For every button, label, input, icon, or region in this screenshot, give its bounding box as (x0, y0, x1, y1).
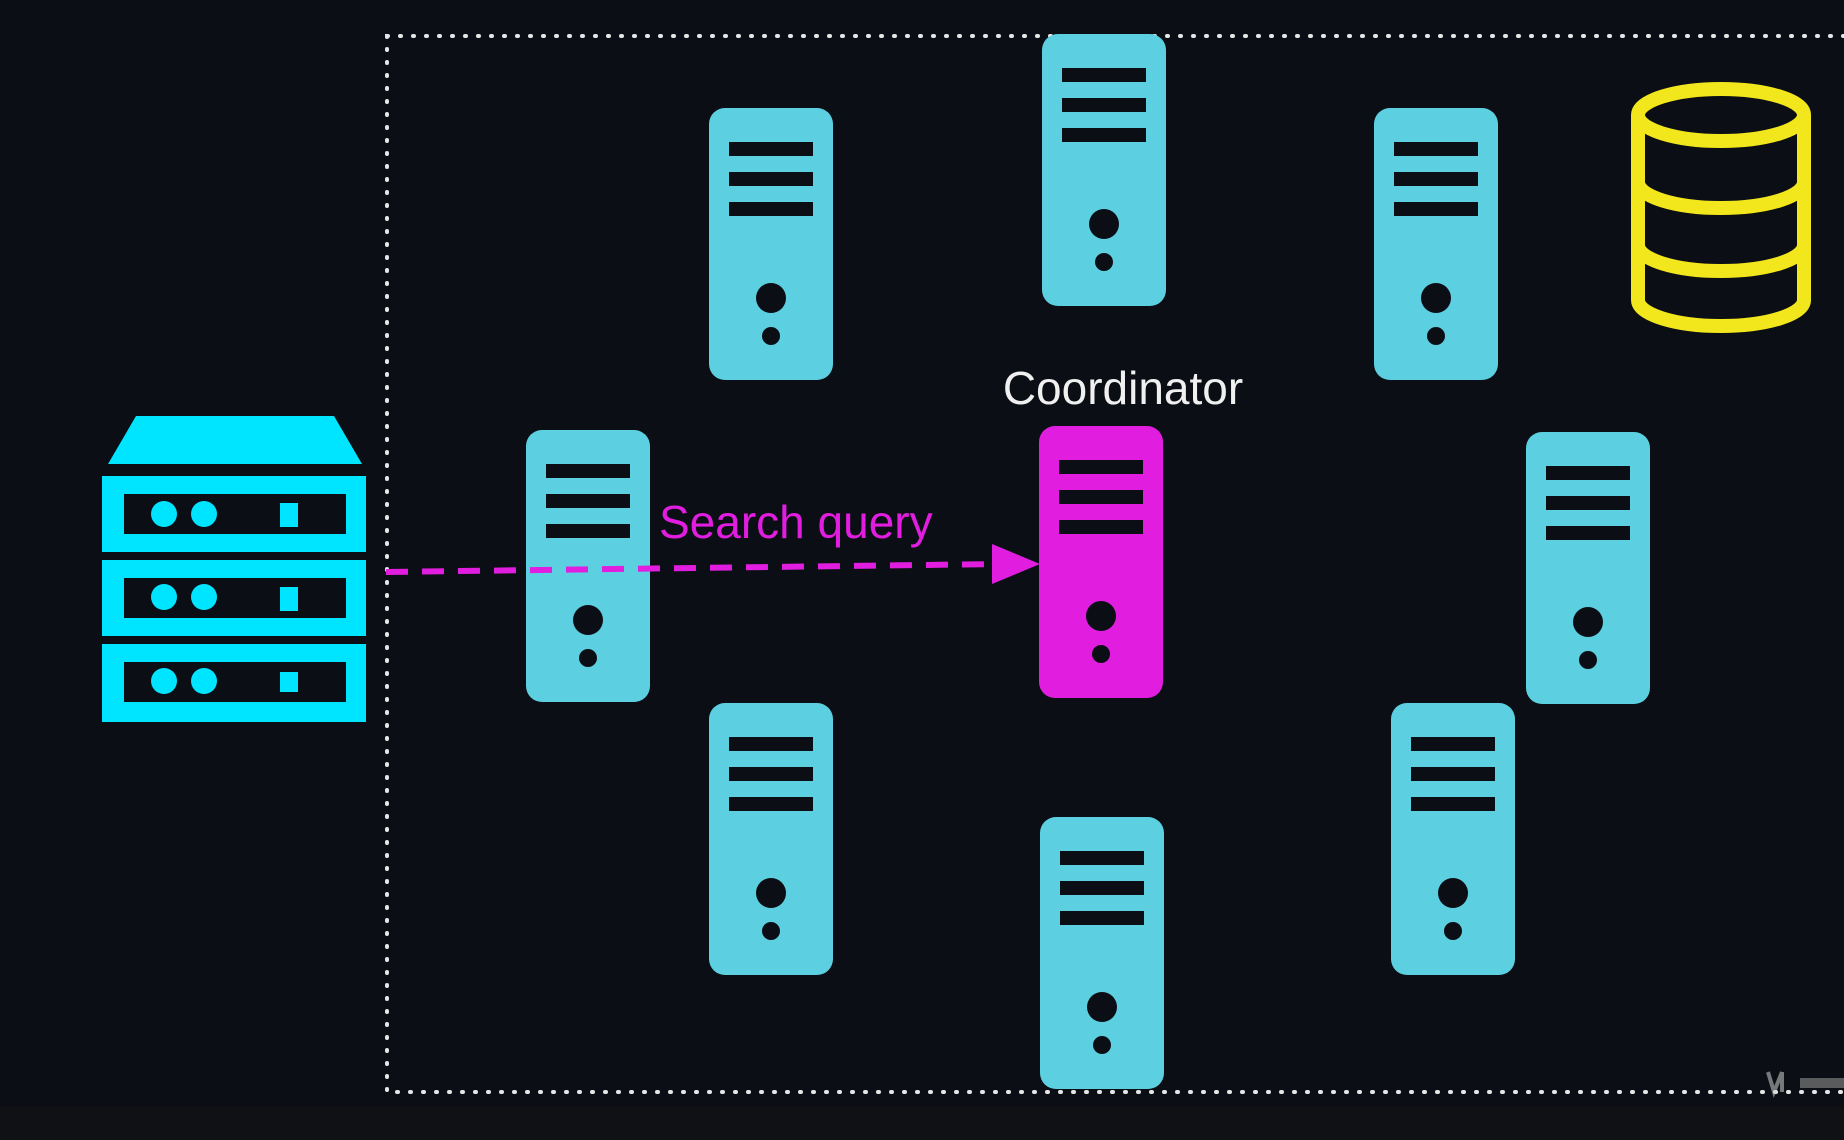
server-node-bottom-right (1391, 703, 1515, 975)
coordinator-label: Coordinator (1003, 362, 1243, 414)
server-node-middle-left (526, 430, 650, 702)
server-node-bottom-center (1040, 817, 1164, 1089)
server-node-top-left (709, 108, 833, 380)
udemy-logo (1766, 1071, 1844, 1099)
server-node-middle-right (1526, 432, 1650, 704)
database-icon (1631, 82, 1811, 333)
server-node-top-center (1042, 34, 1166, 306)
coordinator-node (1039, 426, 1163, 698)
server-node-bottom-left (709, 703, 833, 975)
search-query-label: Search query (659, 496, 933, 548)
search-query-arrow (385, 544, 1040, 584)
server-rack-icon (102, 416, 366, 722)
bottom-bar (0, 1106, 1844, 1140)
server-node-top-right (1374, 108, 1498, 380)
